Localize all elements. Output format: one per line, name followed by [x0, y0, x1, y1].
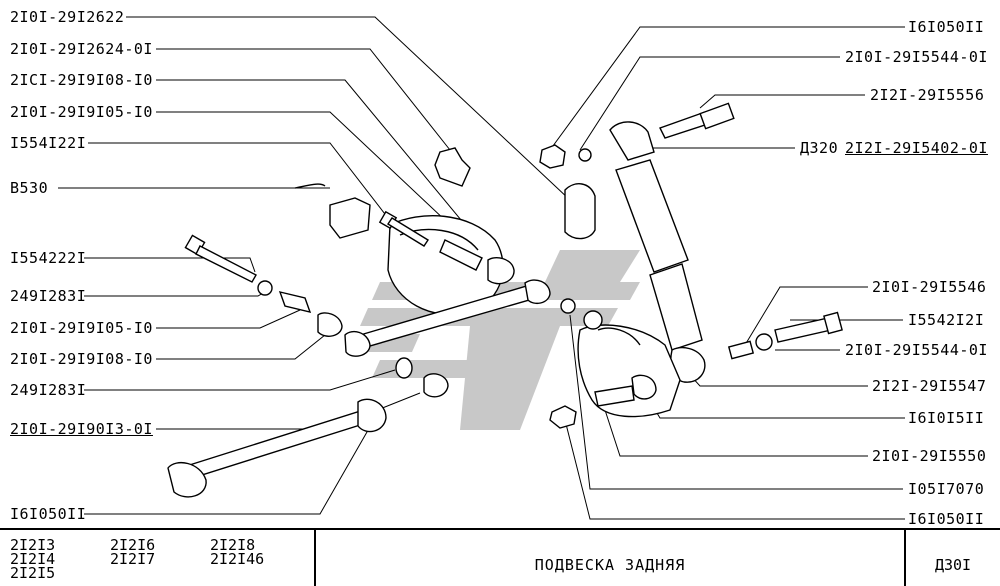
model-number: 2I2I3: [10, 536, 56, 554]
part-label-code: Д320: [800, 139, 839, 157]
divider: [904, 530, 906, 586]
part-label-assembly: 2I2I-29I5402-0I: [845, 139, 988, 157]
exploded-parts-drawing: 2I0I-29I2622 2I0I-29I2624-0I 2ICI-29I9I0…: [10, 8, 988, 528]
model-number: 2I2I8: [210, 536, 256, 554]
model-list: 2I2I8 2I2I46: [210, 536, 265, 568]
model-number: 2I2I7: [110, 550, 156, 568]
part-label: 2I0I-29I5544-0I: [845, 48, 988, 66]
model-number: 2I2I4: [10, 550, 56, 568]
part-label: 2I2I-29I5547: [872, 377, 987, 395]
part-label: I5542I2I: [908, 311, 985, 329]
parts-illustration: [58, 16, 905, 520]
drawing-title: ПОДВЕСКА ЗАДНЯЯ: [534, 556, 686, 574]
part-label: 2I0I-29I5544-0I: [845, 341, 988, 359]
part-label: 2ICI-29I9I08-I0: [10, 71, 153, 89]
part-label: 2I0I-29I2624-0I: [10, 40, 153, 58]
sheet-number: Д30I: [934, 556, 972, 574]
part-label: 2I0I-29I5550: [872, 447, 987, 465]
part-label: 2I0I-29I9I05-I0: [10, 103, 153, 121]
part-label: 249I283I: [10, 381, 87, 399]
part-label: B530: [10, 179, 49, 197]
part-label: 2I0I-29I5546: [872, 278, 987, 296]
part-label: I6I050II: [908, 510, 985, 528]
part-label: I6I0I5II: [908, 409, 985, 427]
part-label: I6I050II: [10, 505, 87, 523]
model-number: 2I2I46: [210, 550, 265, 568]
leader-lines-right: [549, 26, 905, 520]
divider: [314, 530, 316, 586]
model-list: 2I2I6 2I2I7: [110, 536, 156, 568]
part-label: 2I2I-29I5556: [870, 86, 985, 104]
part-label: 2I0I-29I2622: [10, 8, 125, 26]
part-label: I554I22I: [10, 134, 87, 152]
part-label: 2I0I-29I9I08-I0: [10, 350, 153, 368]
part-label: 249I283I: [10, 287, 87, 305]
part-label: 2I0I-29I9I05-I0: [10, 319, 153, 337]
model-list: 2I2I3 2I2I4 2I2I5: [10, 536, 56, 582]
title-block: 2I2I3 2I2I4 2I2I5 2I2I6 2I2I7 2I2I8 2I2I…: [0, 528, 1000, 586]
parts: [167, 102, 843, 498]
model-number: 2I2I5: [10, 564, 56, 582]
part-label: I6I050II: [908, 18, 985, 36]
part-label-assembly: 2I0I-29I90I3-0I: [10, 420, 153, 438]
part-label: I05I7070: [908, 480, 985, 498]
part-label: I554222I: [10, 249, 87, 267]
model-number: 2I2I6: [110, 536, 156, 554]
